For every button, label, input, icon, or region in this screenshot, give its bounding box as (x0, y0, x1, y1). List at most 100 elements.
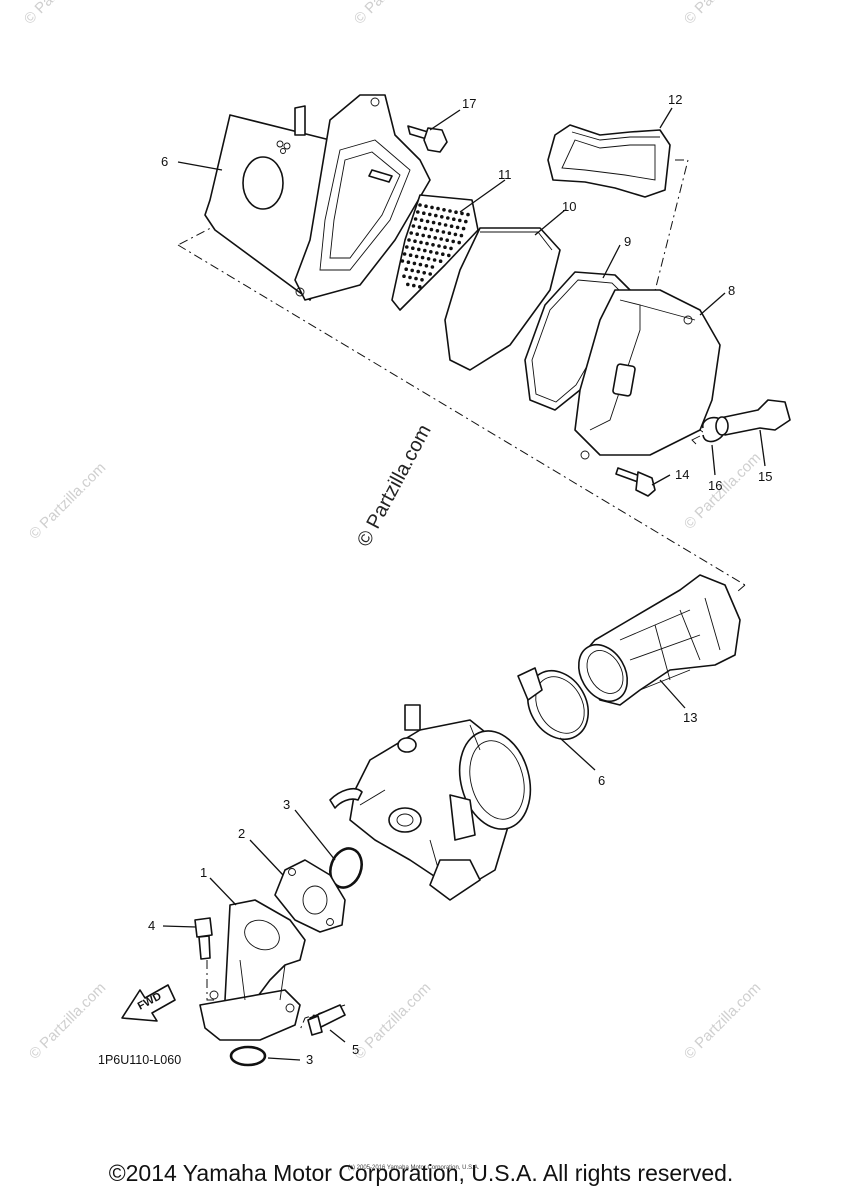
watermark-text: © Partzilla.com (26, 979, 109, 1062)
perforation-dot (413, 239, 417, 243)
perforation-dot (421, 233, 426, 238)
carburetor (329, 704, 532, 901)
callout-5: 5 (352, 1042, 359, 1057)
perforation-dot (457, 240, 462, 245)
perforation-dot (414, 254, 419, 259)
perforation-dot (420, 255, 425, 260)
perforation-dot (429, 250, 433, 254)
perforation-dot (443, 223, 448, 227)
perforation-dot (442, 208, 446, 212)
perforation-dot (445, 238, 450, 242)
perforation-dot (431, 220, 436, 225)
watermark-text: © Partzilla.com (21, 0, 104, 28)
perforation-dot (418, 262, 423, 267)
perforation-dots (400, 203, 470, 289)
dashed-line (736, 584, 746, 593)
perforation-dot (423, 248, 427, 253)
perforation-dot (402, 252, 407, 256)
perforation-dot (409, 231, 414, 235)
perforation-dot (431, 243, 435, 247)
part-11-screen (391, 194, 479, 311)
perforation-dot (443, 245, 447, 249)
perforation-dot (418, 285, 422, 289)
perforation-dot (419, 218, 424, 222)
perforation-dot (408, 253, 413, 257)
perforation-dot (400, 259, 405, 263)
perforation-dot (425, 241, 429, 246)
watermark-text: © Partzilla.com (681, 0, 764, 28)
part-9-gasket (524, 271, 631, 411)
perforation-dot (412, 283, 416, 288)
perforation-dot (441, 230, 446, 234)
perforation-dot (435, 251, 439, 255)
perforation-dot (436, 206, 440, 211)
perforation-dot (402, 274, 406, 279)
part-17-bolt (407, 125, 448, 153)
dashed-line (177, 244, 746, 586)
center-watermark: © Partzilla.com (353, 421, 436, 550)
callout-14: 14 (675, 467, 689, 482)
callout-13: 13 (683, 710, 697, 725)
perforation-dot (460, 211, 464, 216)
copyright-footer: ©2014 Yamaha Motor Corporation, U.S.A. A… (108, 1160, 734, 1186)
watermark-text: © Partzilla.com (681, 979, 764, 1062)
perforation-dot (433, 236, 438, 240)
part-2-insulator (274, 859, 346, 933)
part-8-case-cap (574, 289, 721, 460)
perforation-dot (405, 245, 409, 249)
part-5-bolt (307, 1004, 346, 1036)
perforation-dot (430, 205, 434, 210)
perforation-dot (414, 276, 418, 281)
part-13-joint (577, 574, 741, 706)
part-15-hose (715, 399, 791, 436)
callout-3-upper: 3 (283, 797, 290, 812)
watermark-text: © Partzilla.com (351, 979, 434, 1062)
callout-4: 4 (148, 918, 155, 933)
part-1-manifold (199, 899, 306, 1041)
perforation-dot (419, 240, 423, 245)
perforation-dot (439, 237, 444, 241)
perforation-dot (422, 271, 427, 275)
part-14-screw (615, 467, 656, 497)
perforation-dot (449, 224, 454, 228)
part-12-joint (547, 124, 671, 198)
perforation-dot (432, 258, 437, 262)
perforation-dot (427, 234, 432, 239)
perforation-dot (438, 259, 443, 264)
callout-2: 2 (238, 826, 245, 841)
perforation-dot (447, 231, 452, 235)
perforation-dot (425, 219, 430, 224)
perforation-dot (428, 272, 433, 276)
perforation-dot (418, 203, 422, 207)
perforation-dot (415, 232, 420, 236)
perforation-dot (461, 226, 466, 231)
callout-8: 8 (728, 283, 735, 298)
fwd-arrow-icon: FWD (121, 984, 176, 1022)
perforation-dot (406, 260, 411, 265)
watermark-text: © Partzilla.com (351, 0, 434, 28)
callout-numbers: 6 17 11 10 9 8 12 14 16 15 13 6 3 2 1 4 … (148, 92, 772, 1067)
callout-10: 10 (562, 199, 576, 214)
perforation-dot (428, 212, 432, 217)
perforation-dot (412, 261, 417, 266)
perforation-dot (464, 219, 468, 224)
perforation-dot (407, 238, 411, 242)
perforation-dot (422, 211, 426, 215)
perforation-dot (453, 232, 458, 237)
perforation-dot (429, 227, 434, 232)
perforation-dot (441, 252, 445, 256)
callout-16: 16 (708, 478, 722, 493)
leader-lines (162, 107, 766, 1061)
perforation-dot (423, 226, 428, 231)
callout-1: 1 (200, 865, 207, 880)
callout-12: 12 (668, 92, 682, 107)
callout-6: 6 (598, 773, 605, 788)
part-6-clamp (517, 667, 589, 740)
perforation-dot (448, 209, 452, 213)
perforation-dot (424, 204, 428, 208)
perforation-dot (440, 215, 444, 219)
callout-11: 11 (498, 167, 512, 182)
part-code: 1P6U110-L060 (98, 1053, 181, 1067)
perforation-dot (466, 212, 470, 217)
